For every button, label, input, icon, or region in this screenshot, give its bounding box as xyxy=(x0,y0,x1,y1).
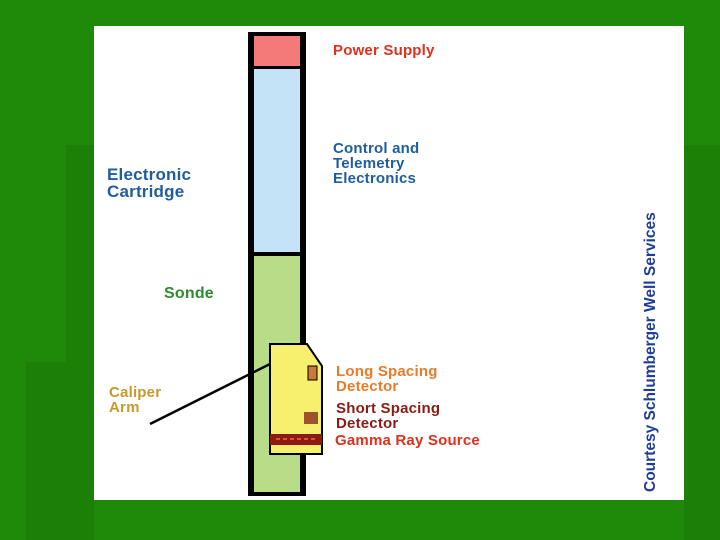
background-band-bottom-left xyxy=(26,362,66,540)
electronic-cartridge-label: Electronic Cartridge xyxy=(107,165,192,201)
courtesy-credit: Courtesy Schlumberger Well Services xyxy=(642,212,659,492)
short-spacing-detector-mark xyxy=(304,412,318,424)
background-band-left xyxy=(66,145,94,540)
logging-tool-diagram xyxy=(149,32,323,496)
electronics-section xyxy=(254,69,300,252)
gamma-ray-source-label: Gamma Ray Source xyxy=(335,432,480,449)
control-telemetry-label: Control and Telemetry Electronics xyxy=(333,140,420,187)
diagram-panel: Power Supply Control and Telemetry Elect… xyxy=(94,26,684,500)
long-spacing-detector-mark xyxy=(307,365,318,381)
gamma-ray-source-mark xyxy=(270,434,322,445)
power-supply-section xyxy=(254,36,300,66)
long-spacing-detector-label: Long Spacing Detector xyxy=(336,363,438,395)
caliper-arm-line xyxy=(149,362,271,426)
short-spacing-detector-label: Short Spacing Detector xyxy=(336,400,441,432)
sonde-label: Sonde xyxy=(164,285,214,302)
background-band-right xyxy=(684,145,720,540)
caliper-arm-label: Caliper Arm xyxy=(109,384,162,416)
power-supply-label: Power Supply xyxy=(333,42,435,59)
